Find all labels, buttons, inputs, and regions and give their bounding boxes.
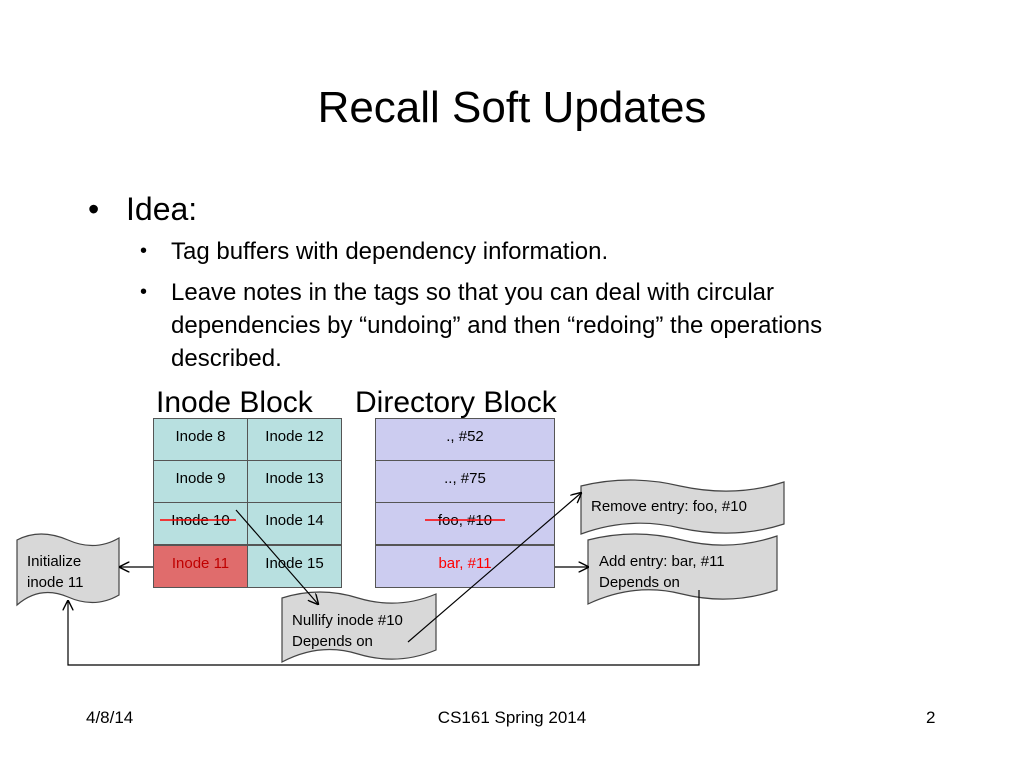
note-line: inode 11 bbox=[27, 574, 84, 591]
footer-date: 4/8/14 bbox=[86, 708, 134, 727]
directory-entry-bar: bar, #11 bbox=[375, 545, 555, 588]
note-line: Nullify inode #10 bbox=[292, 612, 403, 629]
add-note: Add entry: bar, #11 Depends on bbox=[599, 551, 725, 593]
nullify-note: Nullify inode #10 Depends on bbox=[292, 610, 403, 652]
arrow-add-to-initialize bbox=[68, 590, 700, 666]
inode-cell-11: Inode 11 bbox=[153, 545, 248, 588]
bullet-dot: • bbox=[88, 191, 100, 227]
add-note-shape bbox=[587, 533, 778, 605]
inode-cell-14: Inode 14 bbox=[247, 502, 342, 545]
footer-course: CS161 Spring 2014 bbox=[437, 708, 587, 727]
initialize-note: Initialize inode 11 bbox=[27, 551, 83, 593]
note-line: Depends on bbox=[599, 574, 680, 591]
inode-cell-12: Inode 12 bbox=[247, 418, 342, 461]
arrow-nullify-to-remove bbox=[407, 493, 581, 643]
subbullet-text: Leave notes in the tags so that you can … bbox=[171, 279, 823, 372]
inode-block-label: Inode Block bbox=[156, 386, 313, 419]
arrow-inode10-to-nullify bbox=[235, 509, 318, 604]
remove-note: Remove entry: foo, #10 bbox=[591, 496, 747, 517]
directory-entry-dotdot: .., #75 bbox=[375, 460, 555, 503]
nullify-note-shape bbox=[281, 591, 437, 663]
note-line: Remove entry: foo, #10 bbox=[591, 498, 747, 515]
footer-page-number: 2 bbox=[926, 708, 936, 727]
remove-note-shape bbox=[580, 479, 785, 535]
directory-block-label: Directory Block bbox=[355, 386, 557, 419]
subbullet-dot: • bbox=[140, 281, 148, 303]
note-line: Initialize bbox=[27, 553, 82, 570]
bullet-text: Idea: bbox=[126, 191, 198, 227]
note-line: Add entry: bar, #11 bbox=[599, 553, 725, 570]
directory-entry-foo: foo, #10 bbox=[375, 502, 555, 545]
subbullet-text: Tag buffers with dependency information. bbox=[171, 238, 609, 265]
inode-cell-15: Inode 15 bbox=[247, 545, 342, 588]
subbullet-dot: • bbox=[140, 240, 148, 262]
initialize-note-shape bbox=[16, 533, 120, 607]
note-line: Depends on bbox=[292, 633, 373, 650]
slide-title: Recall Soft Updates bbox=[317, 83, 707, 132]
